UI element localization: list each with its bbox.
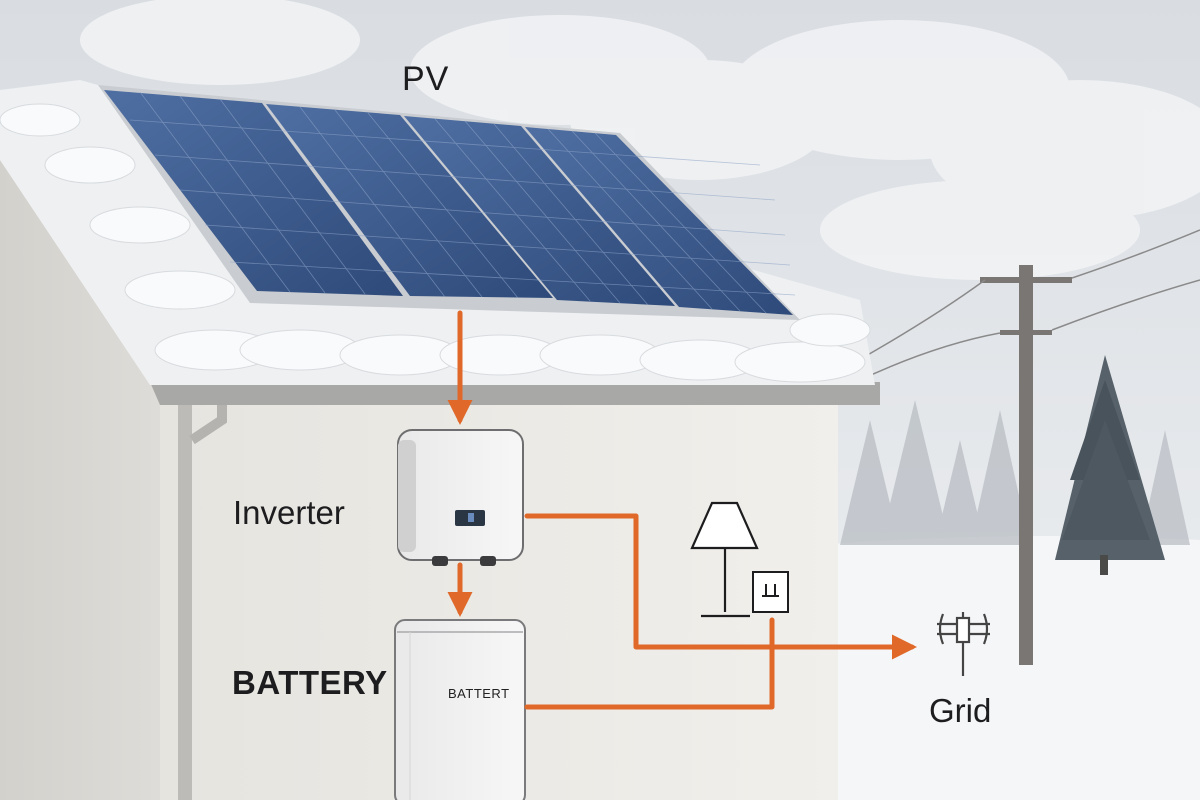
distant-trees — [840, 400, 1190, 545]
house-side-wall — [0, 160, 160, 800]
inverter-label: Inverter — [233, 494, 345, 531]
utility-pole-icon — [849, 229, 1200, 665]
lamp-icon — [690, 501, 759, 618]
flow-battery-to-outlet — [524, 617, 775, 710]
energy-flow-lines — [447, 310, 917, 710]
grid-label: Grid — [929, 692, 992, 729]
grid-meter-icon — [937, 612, 990, 676]
inverter-icon — [397, 429, 524, 566]
pine-tree-icon — [1055, 355, 1165, 575]
battery-device-label: BATTERT — [448, 686, 510, 701]
snow-ground — [820, 536, 1200, 800]
snow-clumps — [0, 103, 871, 383]
battery-icon — [394, 619, 526, 800]
pv-label: PV — [402, 60, 450, 98]
solar-panel-icon — [98, 85, 800, 320]
battery-label: BATTERY — [232, 664, 388, 701]
outlet-icon — [752, 571, 789, 613]
house-front-wall — [160, 395, 838, 800]
roof-gutter — [150, 382, 880, 405]
clouds — [80, 0, 1200, 280]
